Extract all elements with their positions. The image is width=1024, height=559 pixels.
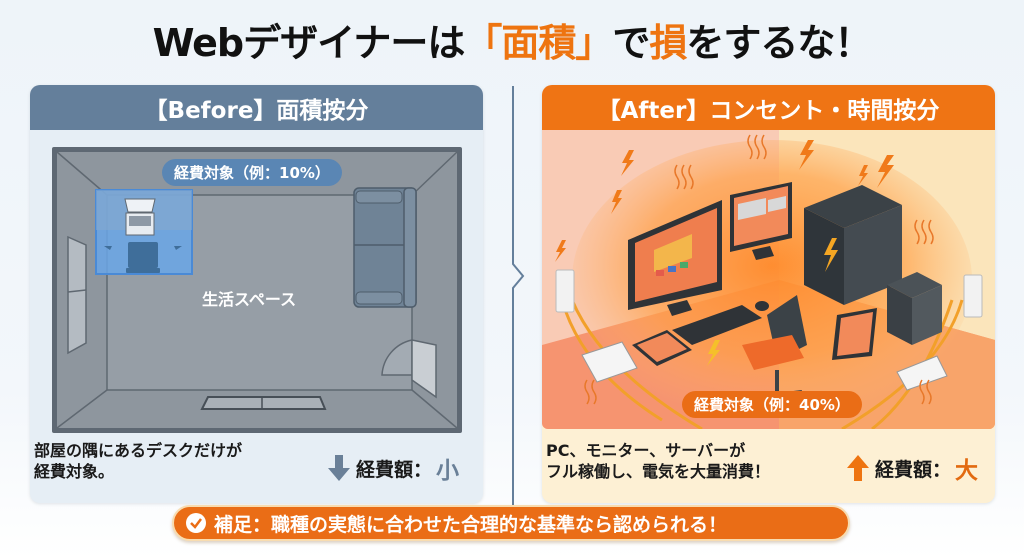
note-text: 補足：職種の実態に合わせた合理的な基準なら認められる！ bbox=[214, 513, 728, 536]
after-header: 【After】コンセント・時間按分 bbox=[542, 85, 995, 130]
living-space-label: 生活スペース bbox=[202, 290, 297, 309]
room-floorplan-illustration bbox=[56, 151, 458, 429]
before-panel: 【Before】面積按分 bbox=[30, 85, 483, 503]
title-part1: Webデザイナーは bbox=[152, 21, 466, 65]
before-cost: 経費額： 小 bbox=[328, 451, 459, 485]
check-circle-icon bbox=[186, 513, 206, 533]
up-arrow-icon bbox=[847, 455, 869, 481]
down-arrow-icon bbox=[328, 455, 350, 481]
before-expense-badge: 経費対象（例：10%） bbox=[162, 159, 342, 186]
title-accent-loss: 損 bbox=[649, 21, 687, 65]
home-office-scene bbox=[542, 130, 995, 429]
room-floorplan bbox=[52, 147, 462, 433]
home-office-illustration bbox=[542, 130, 995, 429]
after-expense-badge: 経費対象（例：40%） bbox=[682, 391, 862, 418]
after-description: PC、モニター、サーバーが フル稼働し、電気を大量消費！ bbox=[546, 440, 770, 482]
before-cost-label: 経費額： bbox=[356, 458, 433, 481]
panel-divider bbox=[512, 86, 525, 506]
before-desc-line1: 部屋の隅にあるデスクだけが bbox=[34, 441, 243, 460]
note-banner: 補足：職種の実態に合わせた合理的な基準なら認められる！ bbox=[172, 505, 850, 541]
before-desc-line2: 経費対象。 bbox=[34, 462, 115, 481]
title-part3: をするな！ bbox=[686, 21, 872, 65]
after-cost-value: 大 bbox=[955, 458, 979, 484]
title-accent-area: 「面積」 bbox=[464, 21, 613, 65]
page-title: Webデザイナーは「面積」で損をするな！ bbox=[0, 12, 1024, 67]
before-cost-value: 小 bbox=[436, 458, 460, 484]
after-cost-label: 経費額： bbox=[875, 458, 952, 481]
after-desc-line2: フル稼働し、電気を大量消費！ bbox=[546, 462, 771, 481]
after-panel: 【After】コンセント・時間按分 bbox=[542, 85, 995, 503]
after-cost: 経費額： 大 bbox=[847, 451, 978, 485]
before-header: 【Before】面積按分 bbox=[30, 85, 483, 130]
after-desc-line1: PC、モニター、サーバーが bbox=[546, 441, 746, 460]
title-part2: で bbox=[612, 21, 650, 65]
before-description: 部屋の隅にあるデスクだけが 経費対象。 bbox=[34, 440, 242, 482]
